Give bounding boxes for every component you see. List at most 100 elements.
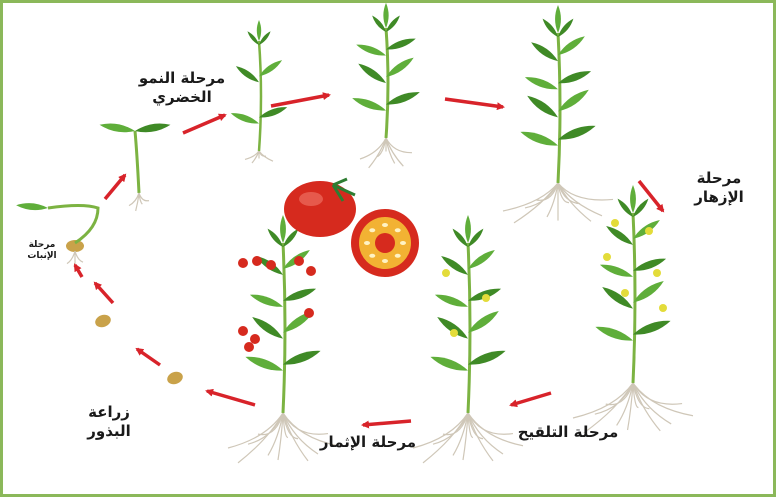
tomato-seed: [400, 241, 406, 245]
label-germination-stage: مرحلة الإنبات: [15, 240, 69, 263]
leaf: [435, 295, 468, 307]
flower: [482, 294, 490, 302]
leaf: [558, 126, 596, 140]
leaf: [595, 327, 633, 341]
leaf: [356, 45, 386, 56]
leaf: [527, 96, 558, 118]
leaf: [531, 42, 558, 61]
leaf: [250, 295, 283, 307]
leaf: [525, 77, 558, 89]
flowering-plant: [573, 185, 693, 433]
stem: [558, 33, 560, 183]
leaf: [600, 265, 633, 277]
tomato-fruit: [250, 334, 260, 344]
arrow-to-young-1: [183, 115, 225, 133]
leaf: [468, 311, 499, 333]
leaf: [135, 123, 170, 132]
leaf: [283, 351, 321, 365]
arrow-to-fruiting: [363, 421, 411, 425]
arrow-to-young-2: [271, 95, 329, 106]
flower: [645, 227, 653, 235]
leaf: [259, 60, 282, 76]
tomato-shine: [299, 192, 323, 206]
leaf: [16, 203, 48, 210]
root: [75, 251, 83, 262]
tomato-fruit: [294, 256, 304, 266]
leaf: [257, 20, 261, 41]
tomatoes: [284, 179, 419, 277]
leaf: [283, 289, 316, 301]
flower: [450, 329, 458, 337]
leaf: [633, 321, 671, 335]
root: [633, 383, 693, 416]
tomato-core: [375, 233, 395, 253]
stem: [259, 41, 261, 151]
label-fruiting-stage: مرحلة الإثمار: [293, 433, 443, 452]
leaf: [465, 215, 471, 243]
leaf: [386, 58, 414, 77]
flower: [621, 289, 629, 297]
tomato-seed: [364, 241, 370, 245]
label-pollination-stage: مرحلة التلقيح: [493, 423, 643, 442]
tomato-fruit: [252, 256, 262, 266]
arrow-to-pollination: [511, 393, 551, 405]
label-vegetative-stage: مرحلة النمو الخضري: [107, 69, 257, 107]
tomato-fruit: [238, 326, 248, 336]
tomato-seed: [395, 254, 401, 258]
leaf: [468, 250, 495, 269]
tomato-fruit: [266, 260, 276, 270]
young-plant-3: [503, 5, 613, 223]
arrow-to-young-3: [445, 99, 503, 107]
seed: [93, 313, 112, 330]
leaf: [633, 259, 666, 271]
tomato-fruit: [238, 258, 248, 268]
leaf: [280, 215, 286, 243]
stem: [386, 28, 388, 138]
tomato-seed: [382, 259, 388, 263]
fruiting-plant: [228, 215, 338, 463]
arrow-to-germination: [75, 265, 82, 277]
leaf: [383, 3, 388, 28]
leaf: [430, 357, 468, 371]
leaf: [231, 113, 259, 123]
leaf: [555, 5, 561, 33]
leaf: [259, 107, 287, 117]
tomato-seed: [395, 228, 401, 232]
arrow-to-seedling: [105, 175, 125, 199]
tomato-fruit: [304, 308, 314, 318]
flower: [659, 304, 667, 312]
root: [595, 383, 633, 414]
leaf: [100, 123, 135, 132]
arrow-sowing-2: [95, 283, 113, 303]
tomato-seed: [369, 254, 375, 258]
flower: [611, 219, 619, 227]
tomato-seed: [382, 223, 388, 227]
label-sowing-stage: زراعة البذور: [69, 403, 149, 441]
tomato-fruit: [306, 266, 316, 276]
leaf: [358, 64, 386, 83]
leaf: [558, 90, 589, 112]
label-flowering-stage: مرحلة الإزهار: [679, 169, 759, 207]
seed: [165, 370, 184, 387]
root: [248, 413, 283, 444]
leaf: [602, 287, 633, 309]
tomato-seed: [369, 228, 375, 232]
flower: [603, 253, 611, 261]
arrow-sowing-1: [137, 349, 160, 365]
seedling: [100, 123, 171, 210]
leaf: [558, 36, 585, 55]
tomato-fruit: [244, 342, 254, 352]
leaf: [245, 357, 283, 371]
leaf: [386, 92, 420, 104]
young-plant-2: [352, 3, 420, 168]
leaf: [558, 71, 591, 83]
leaf: [520, 132, 558, 146]
flower: [653, 269, 661, 277]
leaf: [352, 98, 386, 110]
leaf: [386, 39, 416, 50]
leaf: [630, 185, 636, 213]
leaf: [606, 226, 633, 245]
stem: [135, 131, 139, 193]
leaf: [633, 281, 664, 303]
